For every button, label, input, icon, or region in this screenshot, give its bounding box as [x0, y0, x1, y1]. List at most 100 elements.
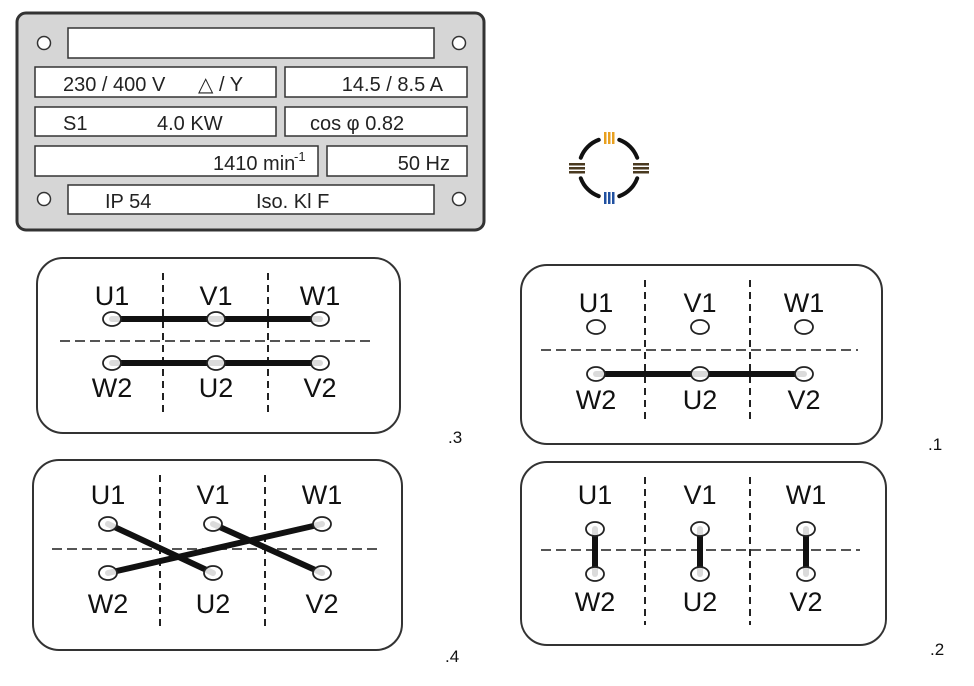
terminal-v2 — [312, 565, 332, 581]
terminal-w1 — [312, 516, 332, 532]
terminal-label: W1 — [786, 480, 827, 510]
terminal-label: U1 — [95, 281, 130, 311]
terminal-w2 — [102, 355, 122, 371]
terminal-label: U1 — [578, 480, 613, 510]
terminal-u1 — [98, 516, 118, 532]
logo-bar-icon — [604, 132, 607, 144]
diagram-caption: .1 — [928, 435, 942, 454]
voltage-value: 230 / 400 V — [63, 74, 166, 96]
terminal-label: V2 — [305, 589, 338, 619]
terminal-label: U1 — [91, 480, 126, 510]
bridge-link — [210, 521, 325, 576]
logo-bar-icon — [633, 163, 649, 166]
power-field — [34, 106, 277, 137]
logo-bar-icon — [633, 171, 649, 174]
power-factor-value: cos φ 0.82 — [310, 113, 404, 135]
power-value: 4.0 KW — [157, 113, 223, 135]
connection-symbols: △ / Y — [198, 74, 243, 96]
speed-value: 1410 min — [213, 153, 295, 175]
current-field — [284, 66, 468, 98]
logo-bar-icon — [612, 192, 615, 204]
terminal-label: V2 — [789, 587, 822, 617]
logo-bar-icon — [612, 132, 615, 144]
terminal-box — [36, 257, 401, 434]
terminal-label: V1 — [683, 288, 716, 318]
terminal-u2 — [690, 566, 710, 582]
logo-bar-icon — [608, 132, 611, 144]
speed-exponent: -1 — [294, 149, 306, 164]
logo-ring-arc-icon — [578, 137, 601, 160]
terminal-u2 — [206, 355, 226, 371]
terminal-v1 — [690, 521, 710, 537]
diagram-caption: .2 — [930, 640, 944, 659]
diagram-caption: .3 — [448, 428, 462, 447]
frequency-value: 50 Hz — [398, 153, 450, 175]
terminal-w2 — [586, 366, 606, 382]
terminal-label: W2 — [576, 385, 617, 415]
terminal-label: W1 — [302, 480, 343, 510]
terminal-label: W2 — [92, 373, 133, 403]
terminal-label: U2 — [199, 373, 234, 403]
terminal-label: U1 — [579, 288, 614, 318]
terminal-v1 — [203, 516, 223, 532]
terminal-u1 — [586, 319, 606, 335]
terminal-label: W1 — [300, 281, 341, 311]
terminal-w1 — [794, 319, 814, 335]
logo-bar-icon — [604, 192, 607, 204]
bridge-link — [105, 521, 325, 576]
mounting-hole — [36, 191, 52, 207]
terminal-box — [32, 459, 403, 651]
terminal-box — [520, 264, 883, 445]
terminal-v2 — [796, 566, 816, 582]
terminal-u2 — [690, 366, 710, 382]
terminal-label: V1 — [196, 480, 229, 510]
logo-bar-icon — [569, 171, 585, 174]
logo — [569, 132, 649, 204]
title-field — [67, 27, 435, 59]
logo-bar-icon — [608, 192, 611, 204]
voltage-field — [34, 66, 277, 98]
terminal-v2 — [794, 366, 814, 382]
terminal-w1 — [310, 311, 330, 327]
terminal-label: V2 — [303, 373, 336, 403]
terminal-u1 — [585, 521, 605, 537]
protection-field — [67, 184, 435, 215]
mounting-hole — [36, 35, 52, 51]
terminal-label: U2 — [683, 587, 718, 617]
duty-value: S1 — [63, 113, 87, 135]
terminal-label: V1 — [199, 281, 232, 311]
terminal-label: W2 — [575, 587, 616, 617]
terminal-label: V1 — [683, 480, 716, 510]
terminal-w2 — [585, 566, 605, 582]
terminal-label: V2 — [787, 385, 820, 415]
bridge-link — [105, 521, 216, 576]
terminal-v1 — [690, 319, 710, 335]
logo-bar-icon — [569, 167, 585, 170]
terminal-w2 — [98, 565, 118, 581]
logo-bar-icon — [633, 167, 649, 170]
logo-ring-arc-icon — [617, 137, 640, 160]
terminal-label: W2 — [88, 589, 129, 619]
terminal-u1 — [102, 311, 122, 327]
mounting-hole — [451, 35, 467, 51]
terminal-w1 — [796, 521, 816, 537]
protection-value: IP 54 — [105, 191, 151, 213]
logo-ring-arc-icon — [578, 176, 601, 199]
nameplate: 230 / 400 V △ / Y 14.5 / 8.5 A S1 4.0 KW… — [15, 11, 486, 232]
insulation-value: Iso. Kl F — [256, 191, 329, 213]
terminal-label: U2 — [683, 385, 718, 415]
terminal-box — [520, 461, 887, 646]
power-factor-field — [284, 106, 468, 137]
frequency-field — [326, 145, 468, 177]
terminal-v1 — [206, 311, 226, 327]
terminal-label: W1 — [784, 288, 825, 318]
diagram-caption: .4 — [445, 647, 459, 666]
logo-ring-arc-icon — [617, 176, 640, 199]
terminal-v2 — [310, 355, 330, 371]
terminal-label: U2 — [196, 589, 231, 619]
